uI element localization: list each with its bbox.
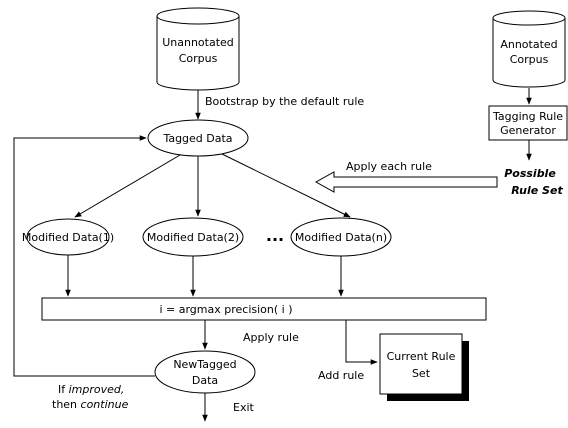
apply-each-rule-arrow — [314, 171, 498, 193]
current-rule-set-node: Current Rule Set — [379, 333, 469, 401]
modified-data-2-label: Modified Data(2) — [147, 231, 239, 244]
edge-tagged-to-modified-1 — [74, 154, 181, 218]
unannotated-corpus-node: Unannotated Corpus — [156, 7, 240, 91]
loop-label-line1: If improved, — [58, 383, 124, 396]
add-rule-label: Add rule — [318, 369, 364, 382]
new-tagged-data-line2: Data — [192, 374, 218, 387]
new-tagged-data-node: NewTagged Data — [154, 350, 256, 394]
tagged-data-label: Tagged Data — [162, 132, 232, 145]
annotated-corpus-line2: Corpus — [510, 53, 549, 66]
bootstrap-label: Bootstrap by the default rule — [205, 95, 364, 108]
possible-rule-set-line1: Possible — [504, 167, 556, 180]
annotated-corpus-line1: Annotated — [500, 38, 557, 51]
unannotated-corpus-line1: Unannotated — [162, 36, 234, 49]
generator-line2: Generator — [500, 124, 556, 137]
possible-rule-set-line2: Rule Set — [511, 184, 563, 197]
new-tagged-data-line1: NewTagged — [173, 358, 236, 371]
tagging-rule-generator-node: Tagging Rule Generator — [488, 105, 568, 141]
generator-line1: Tagging Rule — [492, 110, 563, 123]
modified-data-1-label: Modified Data(1) — [22, 231, 114, 244]
edge-feedback-loop — [13, 135, 155, 377]
current-rule-set-line1: Current Rule — [387, 350, 456, 363]
modified-data-n-label: Modified Data(n) — [295, 231, 387, 244]
apply-each-rule-label: Apply each rule — [346, 160, 432, 173]
exit-label: Exit — [233, 401, 255, 414]
argmax-node: i = argmax precision( i ) — [41, 297, 487, 321]
modified-data-1-node: Modified Data(1) — [22, 218, 114, 256]
edge-argmax-to-current-rule-set — [345, 320, 378, 365]
edge-tagged-to-modified-n — [221, 153, 351, 218]
tagged-data-node: Tagged Data — [147, 119, 249, 157]
modified-data-2-node: Modified Data(2) — [142, 217, 244, 257]
modified-data-n-node: Modified Data(n) — [290, 217, 392, 257]
annotated-corpus-node: Annotated Corpus — [492, 10, 566, 88]
apply-rule-label: Apply rule — [243, 331, 299, 344]
unannotated-corpus-line2: Corpus — [179, 52, 218, 65]
current-rule-set-line2: Set — [412, 367, 431, 380]
argmax-label: i = argmax precision( i ) — [159, 303, 292, 316]
loop-label-line2: then continue — [52, 398, 129, 411]
ellipsis: ... — [266, 226, 284, 245]
